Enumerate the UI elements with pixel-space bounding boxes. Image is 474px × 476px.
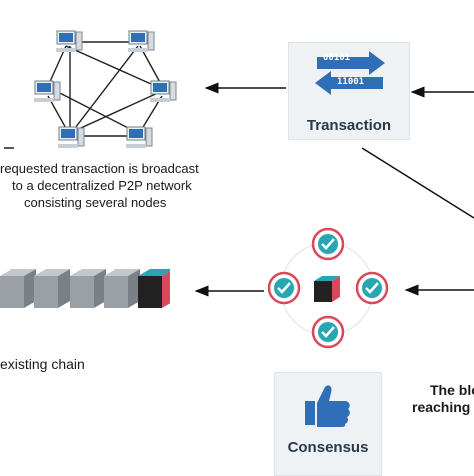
network-node-icon [124,124,154,154]
network-node-icon [56,124,86,154]
chain-caption: existing chain [0,356,85,372]
exchange-arrows-icon [315,51,385,95]
thumbs-up-icon [305,385,350,427]
chain-block [70,269,106,308]
chain-block [0,269,36,308]
bits-bottom: 11001 [337,77,365,87]
right-caption-line-1: The blo [430,382,474,398]
consensus-label: Consensus [287,439,369,456]
network-node-icon [32,78,62,108]
chain-block [34,269,70,308]
broadcast-caption-line-3: consisting several nodes [24,195,167,210]
network-node-icon [126,28,156,58]
network-node-icon [54,28,84,58]
chain-block [104,269,140,308]
check-circle-icon [311,227,345,261]
broadcast-caption-line-2: to a decentralized P2P network [12,178,192,193]
bits-top: 00101 [323,53,351,63]
right-caption-line-2: reaching [412,399,471,415]
network-links [47,41,163,137]
transaction-card: 00101 11001 Transaction [288,42,410,140]
check-circle-icon [311,315,345,349]
existing-chain [0,269,170,308]
broadcast-caption-line-1: requested transaction is broadcast [0,161,199,176]
flow-arrows [4,82,474,297]
transaction-label: Transaction [306,117,392,134]
network-node-icon [148,78,178,108]
consensus-card: Consensus [274,372,382,476]
consensus-validators [267,227,389,349]
check-circle-icon [355,271,389,305]
new-block [138,269,170,308]
check-circle-icon [267,271,301,305]
center-block-icon [314,276,340,302]
